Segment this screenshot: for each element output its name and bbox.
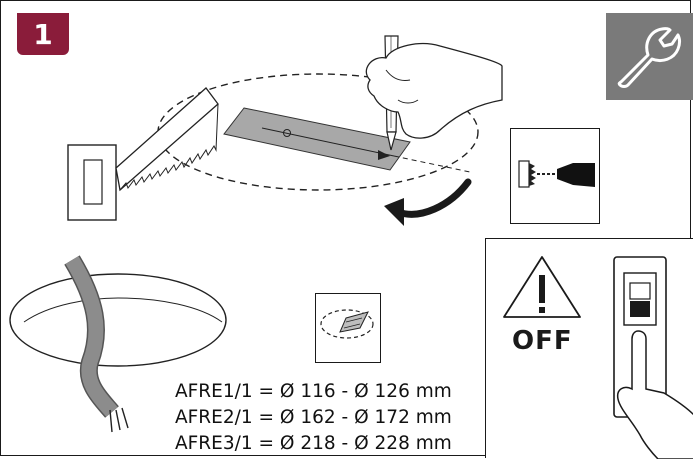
spec-range: = Ø 162 - Ø 172 mm [258,407,452,428]
warning-triangle-icon [503,256,581,318]
spec-model: AFRE3/1 [175,433,253,454]
model-dimensions-list: AFRE1/1 = Ø 116 - Ø 126 mm AFRE2/1 = Ø 1… [175,379,452,457]
template-arrow [378,150,390,160]
spec-line-afre3: AFRE3/1 = Ø 218 - Ø 228 mm [175,431,452,457]
spec-model: AFRE2/1 [175,407,253,428]
drill-icon [518,160,595,188]
spec-range: = Ø 116 - Ø 126 mm [258,381,452,402]
template-center-mark [283,129,291,137]
hand-drawing-icon [365,43,503,139]
saw-icon [67,87,219,221]
drill-detail-inset [510,128,600,224]
pressing-finger-icon [616,330,693,459]
paper-template [223,107,411,171]
spec-line-afre1: AFRE1/1 = Ø 116 - Ø 126 mm [175,379,452,405]
template-placement-icon [320,309,374,339]
spec-line-afre2: AFRE2/1 = Ø 162 - Ø 172 mm [175,405,452,431]
ceiling-hole-icon [9,273,227,367]
wrench-icon [606,13,693,100]
template-centerline-extension [393,155,471,173]
curved-arrow-head [384,198,404,226]
step-number-badge: 1 [17,13,69,55]
off-label: OFF [512,326,573,356]
curved-arrow-icon [394,178,472,218]
power-off-warning-panel [485,238,693,459]
template-detail-inset [315,293,381,363]
spec-model: AFRE1/1 [175,381,253,402]
spec-range: = Ø 218 - Ø 228 mm [258,433,452,454]
